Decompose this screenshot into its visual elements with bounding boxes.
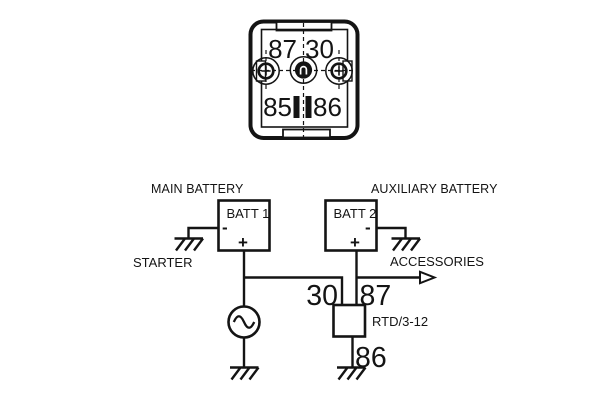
coil-bar (293, 96, 300, 118)
socket-pin-85-label: 85 (263, 91, 292, 122)
socket-pin-87-label: 87 (268, 34, 297, 64)
arrow-icon (419, 270, 438, 285)
screw-terminal-icon (252, 57, 280, 85)
batt1-plus-sign: + (238, 233, 248, 252)
socket-bottom-tab (282, 128, 331, 139)
relay-pin-30-label: 30 (306, 280, 338, 312)
screw-terminal-icon (325, 57, 353, 85)
batt1-label: BATT 1 (226, 206, 270, 221)
ground-icon (173, 237, 205, 252)
main-battery-label: MAIN BATTERY (151, 182, 244, 196)
starter-label: STARTER (133, 255, 193, 270)
accessories-label: ACCESSORIES (390, 254, 484, 269)
relay-socket (248, 19, 360, 140)
ac-source-icon (227, 305, 261, 339)
batt2-plus-sign: + (350, 233, 360, 252)
batt2-minus-sign: - (365, 218, 371, 237)
batt1-box (217, 199, 271, 252)
relay-box (332, 303, 367, 338)
batt2-box (324, 199, 378, 252)
batt1-minus-sign: - (222, 218, 228, 237)
circuit-wires (187, 226, 420, 368)
ground-icon (228, 366, 260, 381)
socket-pin-30-label: 30 (305, 34, 334, 64)
batt2-label: BATT 2 (333, 206, 377, 221)
relay-name-label: RTD/3-12 (372, 314, 429, 329)
ground-icon (390, 237, 422, 252)
socket-pin-86-label: 86 (313, 91, 342, 122)
coil-bar (305, 96, 312, 118)
relay-pin-86-label: 86 (355, 342, 387, 374)
relay-pin-87-label: 87 (359, 280, 392, 312)
aux-battery-label: AUXILIARY BATTERY (371, 182, 498, 196)
center-terminal-icon (289, 56, 318, 84)
